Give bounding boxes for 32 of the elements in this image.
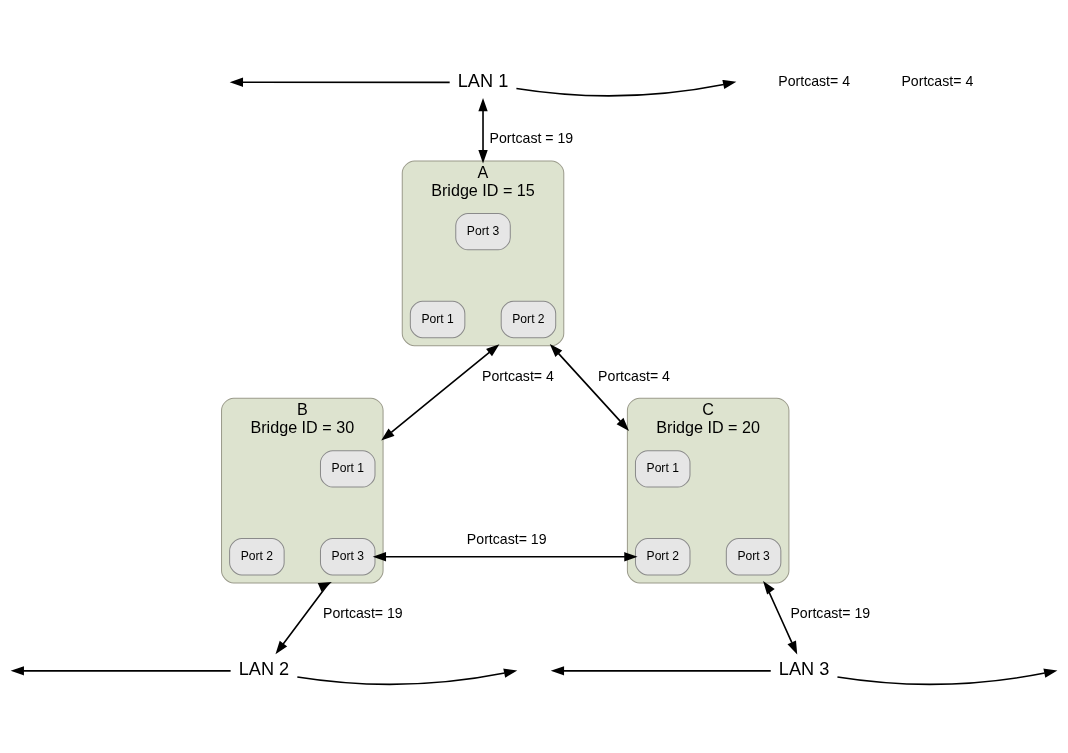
node-box: Port 2 [634, 538, 691, 576]
arrow [836, 668, 1058, 686]
node-box: Port 3 [319, 538, 376, 576]
arrow [275, 581, 332, 655]
node-text: LAN 1 [457, 70, 509, 91]
node-box: Port 2 [500, 300, 557, 339]
edge-label: Portcast= 19 [790, 604, 871, 621]
edge-label: Portcast= 19 [466, 531, 547, 548]
arrow [381, 344, 500, 441]
node-box: Port 1 [634, 450, 691, 488]
node-text: LAN 2 [238, 659, 290, 680]
node-box: Port 2 [229, 538, 285, 576]
edge-label: Portcast= 4 [482, 367, 554, 384]
edge-label: Portcast= 19 [323, 604, 403, 621]
node-box: Port 3 [455, 212, 511, 251]
arrow [229, 77, 451, 87]
node-text: LAN 3 [778, 659, 830, 680]
node-box: Port 3 [725, 538, 782, 576]
arrow [478, 97, 488, 164]
arrow [763, 581, 798, 655]
arrow [10, 666, 232, 676]
arrow [550, 666, 772, 676]
edge-label: Portcast= 4 [598, 367, 670, 384]
label: Portcast= 4 [778, 72, 851, 89]
arrow [296, 668, 518, 686]
edge-label: Portcast = 19 [489, 130, 574, 147]
arrow [549, 343, 630, 431]
node-box: Port 1 [319, 450, 376, 488]
label: Portcast= 4 [901, 72, 974, 89]
arrow [372, 552, 638, 562]
arrow [515, 79, 737, 97]
node-box: Port 1 [409, 300, 466, 339]
